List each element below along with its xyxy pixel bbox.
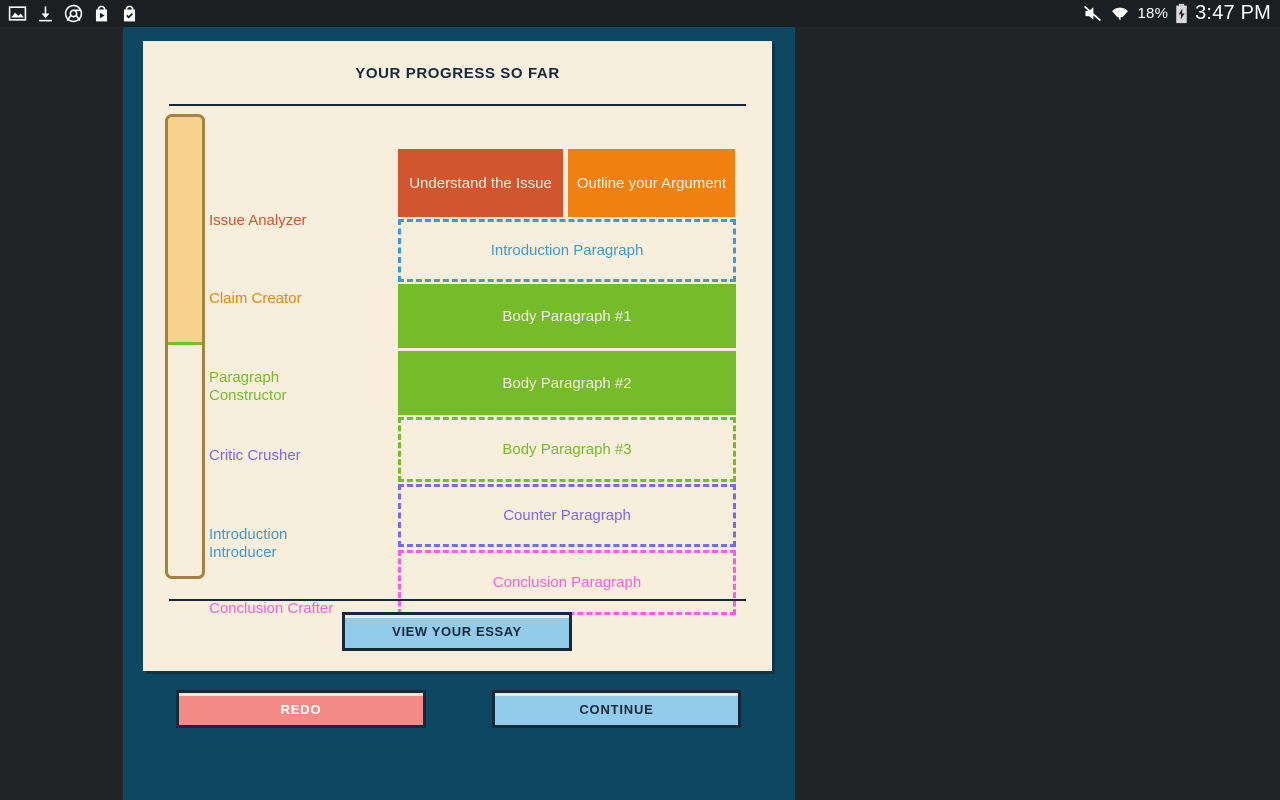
stage-label-line: Introducer — [209, 544, 277, 561]
essay-block[interactable]: Introduction Paragraph — [398, 219, 736, 282]
page-title: YOUR PROGRESS SO FAR — [355, 65, 560, 82]
divider-bottom — [169, 599, 746, 601]
status-bar-right-icons: 18% 3:47 PM — [1082, 2, 1280, 25]
stage-label-line: Constructor — [209, 387, 287, 404]
play-store-icon — [92, 4, 111, 23]
essay-block[interactable]: Body Paragraph #3 — [398, 417, 736, 482]
stage-label: Conclusion Crafter — [209, 600, 394, 618]
progress-rail — [165, 114, 205, 579]
android-status-bar: 18% 3:47 PM — [0, 0, 1280, 27]
wifi-transfer-icon — [1110, 4, 1130, 24]
stage-label-line: Conclusion Crafter — [209, 600, 334, 617]
stage-label: Critic Crusher — [209, 447, 394, 465]
stage-label-line: Introduction — [209, 526, 288, 543]
stage-label-line: Claim Creator — [209, 290, 302, 307]
redo-button[interactable]: REDO — [176, 690, 426, 728]
mute-icon — [1082, 3, 1103, 24]
stage-label-line: Paragraph — [209, 369, 280, 386]
progress-rail-fill — [168, 117, 202, 345]
battery-charging-icon — [1175, 3, 1188, 24]
essay-block[interactable]: Counter Paragraph — [398, 484, 736, 547]
essay-block[interactable]: Body Paragraph #2 — [398, 351, 736, 415]
essay-block[interactable]: Conclusion Paragraph — [398, 550, 736, 615]
status-bar-left-icons — [0, 4, 139, 23]
clock-label: 3:47 PM — [1195, 2, 1271, 24]
download-icon — [36, 4, 55, 23]
stage-label: Claim Creator — [209, 290, 394, 308]
view-your-essay-button[interactable]: VIEW YOUR ESSAY — [342, 612, 572, 651]
stage-label-line: Critic Crusher — [209, 447, 301, 464]
gallery-icon — [8, 4, 27, 23]
continue-button[interactable]: CONTINUE — [492, 690, 741, 728]
essay-block[interactable]: Outline your Argument — [568, 149, 735, 217]
battery-percent-label: 18% — [1137, 5, 1169, 22]
essay-block[interactable]: Body Paragraph #1 — [398, 284, 736, 348]
play-store-check-icon — [120, 4, 139, 23]
divider-top — [169, 104, 746, 106]
stage-label: Issue Analyzer — [209, 212, 394, 230]
stage-label-line: Issue Analyzer — [209, 212, 307, 229]
chrome-icon — [64, 4, 83, 23]
essay-block[interactable]: Understand the Issue — [398, 149, 563, 217]
